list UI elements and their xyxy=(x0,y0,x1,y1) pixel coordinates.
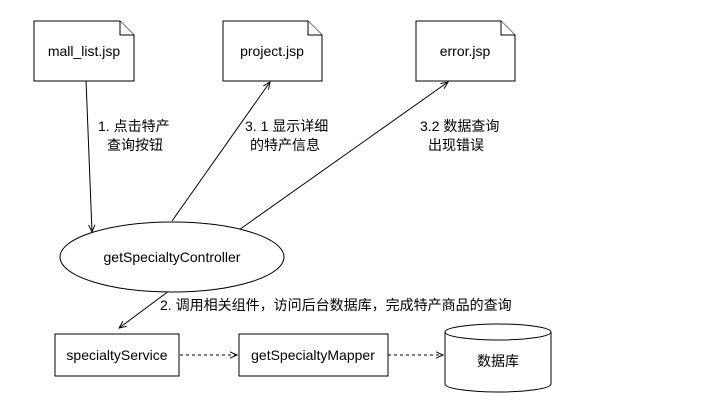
edge-step2-label: 2. 调用相关组件，访问后台数据库，完成特产商品的查询 xyxy=(160,297,512,313)
node-mapper: getSpecialtyMapper xyxy=(238,333,389,377)
node-service: specialtyService xyxy=(54,333,180,377)
document-fold xyxy=(307,21,322,36)
cylinder-top xyxy=(444,323,552,341)
document-shape xyxy=(415,20,516,82)
node-project: project.jsp xyxy=(222,20,323,82)
node-mall-list: mall_list.jsp xyxy=(33,20,135,82)
rectangle-shape xyxy=(238,333,389,377)
node-label: 数据库 xyxy=(477,353,519,369)
edge-step31-label-line1: 3. 1 显示详细 xyxy=(245,118,328,134)
edge-step1-label-line2: 查询按钮 xyxy=(107,137,163,153)
node-label: getSpecialtyMapper xyxy=(251,347,375,363)
edge-step31-label-line2: 的特产信息 xyxy=(250,137,320,153)
node-label: error.jsp xyxy=(440,43,491,59)
document-shape xyxy=(33,20,135,82)
node-label: getSpecialtyController xyxy=(104,249,241,265)
node-error: error.jsp xyxy=(415,20,516,82)
document-fold xyxy=(119,21,134,36)
node-label: specialtyService xyxy=(66,347,167,363)
document-fold xyxy=(500,21,515,36)
node-database: 数据库 xyxy=(444,323,552,393)
rectangle-shape xyxy=(54,333,180,377)
node-label: project.jsp xyxy=(240,43,304,59)
ellipse-shape xyxy=(59,221,285,293)
edge-step1-label-line1: 1. 点击特产 xyxy=(98,118,170,134)
edge-step1-arrow xyxy=(85,79,92,232)
edge-step32-label-line2: 出现错误 xyxy=(428,137,484,153)
node-controller: getSpecialtyController xyxy=(59,221,285,293)
edge-step31-arrow xyxy=(171,82,270,222)
edge-step32-label-line1: 3.2 数据查询 xyxy=(420,118,499,134)
node-label: mall_list.jsp xyxy=(48,43,121,59)
document-shape xyxy=(222,20,323,82)
edge-step32-arrow xyxy=(235,82,448,233)
edge-labels: 1. 点击特产 查询按钮 3. 1 显示详细 的特产信息 3.2 数据查询 出现… xyxy=(98,118,512,313)
cylinder-body xyxy=(444,332,552,393)
